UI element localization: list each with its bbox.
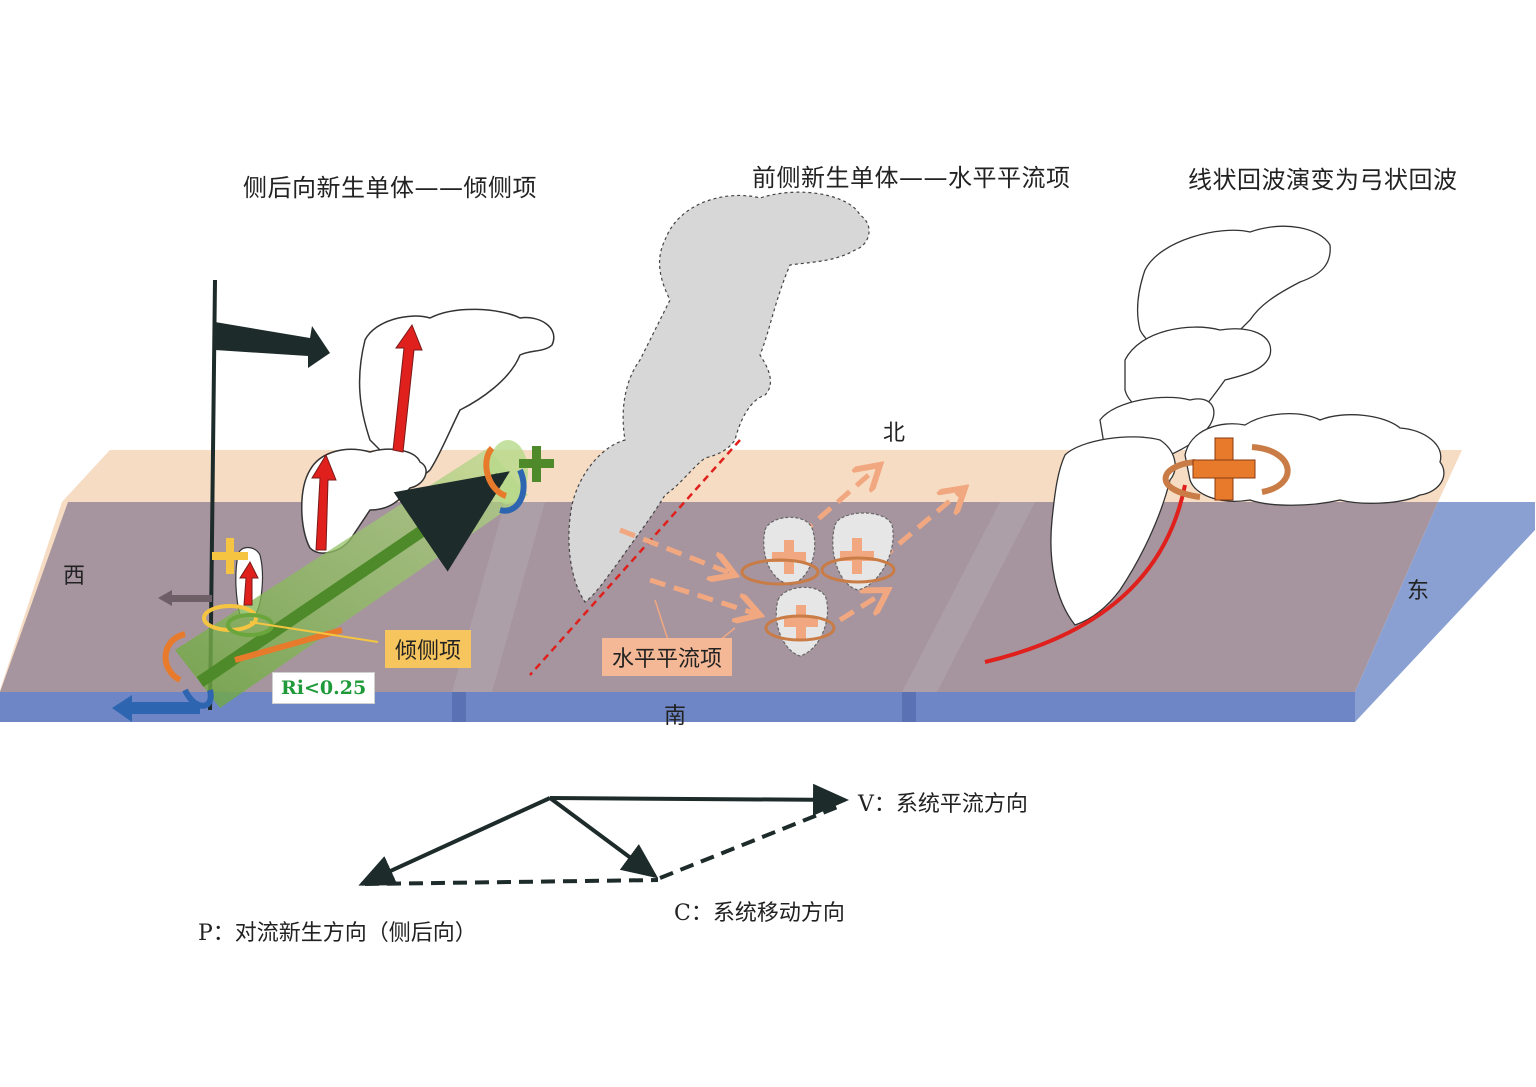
vector-C [548,796,659,879]
rotation-ring-orange-base [162,631,186,683]
rotation-ring-blue-top [499,468,527,514]
divider-2-front [902,692,916,722]
advection-arrow-4 [878,488,965,562]
direction-north: 北 [883,421,906,446]
vector-P [358,796,551,886]
divider-1-front [452,692,466,722]
direction-south: 南 [664,704,687,729]
dashed-C-to-V [659,804,841,880]
east-edge [1355,502,1535,722]
direction-west: 西 [63,564,86,589]
panel-2-advection [529,191,965,676]
title-panel3: 线状回波演变为弓状回波 [1188,166,1458,194]
vector-diagram [358,783,849,886]
outflow-arrow-gray [158,590,212,606]
advection-arrow-1 [619,527,735,575]
outflow-arrow-blue [112,695,200,722]
advection-arrow-2 [649,577,760,615]
rotation-ring-blue-base [182,688,214,709]
updraft-arrow-large [392,323,423,453]
gray-cloud-plume [568,191,870,603]
updraft-arrow-medium [311,453,337,551]
plus-sign-green [519,446,554,482]
advection-arrow-3 [798,465,880,537]
tube-axis-arrow [196,471,510,687]
advection-term-label: 水平平流项 [602,638,733,676]
shear-arrow-orange [234,627,343,663]
bow-cloud-base [1050,436,1176,626]
vector-C-label: C：系统移动方向 [674,901,845,926]
vector-V-label: V：系统平流方向 [858,792,1028,817]
vector-V [549,783,849,816]
plus-sign-yellow [212,538,248,574]
richardson-label: Ri<0.25 [272,672,376,704]
updraft-arrow-small [239,560,259,606]
title-panel1: 侧后向新生单体——倾侧项 [243,174,537,202]
advection-arrow-5 [838,590,888,623]
new-cell-left [740,516,820,586]
tilting-leader [249,621,379,643]
new-cell-right [820,512,896,591]
new-cell-bottom [764,586,836,657]
tilting-term-label: 倾侧项 [385,630,472,668]
bow-plus-sign [1192,437,1256,501]
dashed-P-to-C [364,878,659,886]
squall-line-dashed [529,439,741,676]
anvil-cloud [1184,413,1445,506]
bow-echo-line [984,484,1187,664]
direction-east: 东 [1407,579,1430,604]
divider-2 [902,502,1035,692]
bow-rotation-left [1162,459,1201,500]
advection-leader-1 [654,599,669,641]
vector-P-label: P：对流新生方向（侧后向） [198,921,477,946]
bow-rotation-right [1251,444,1291,495]
rotation-ring-orange-top [483,446,508,499]
divider-1 [452,502,545,692]
panel-1-tilting [112,279,555,722]
title-panel2: 前侧新生单体——水平平流项 [752,164,1071,192]
wind-arrow-black [215,322,330,368]
panel-3-bow-echo [984,225,1445,664]
